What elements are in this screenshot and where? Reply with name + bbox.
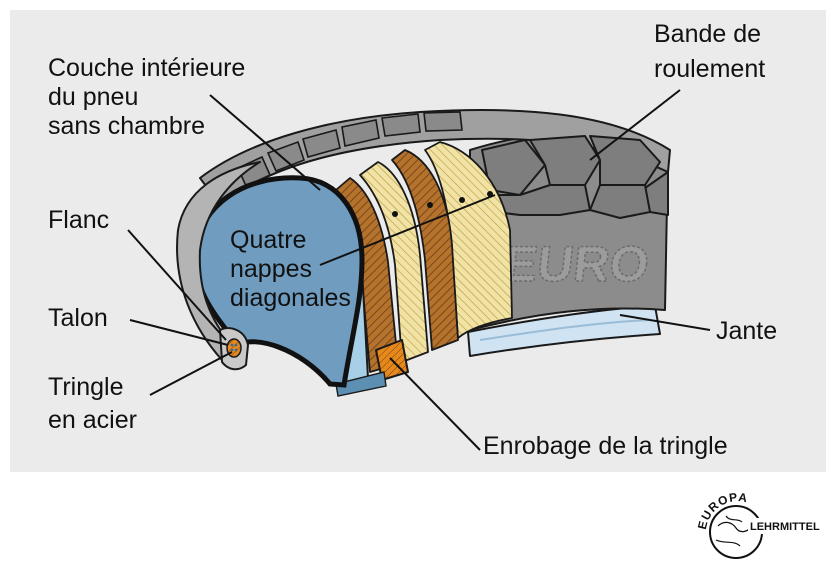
label-bead: Talon [48,304,108,332]
sidewall-marking: EURO [501,236,651,292]
tread-shell [199,109,671,206]
leader-tread [589,89,681,161]
bead-wire-ends [335,371,387,397]
label-plies: Quatre nappes diagonales [230,226,351,312]
leader-talon [129,319,229,346]
leader-jante [619,314,711,331]
publisher-logo: EUROPA LEHRMITTEL [695,490,826,559]
sidewall-left [176,161,261,361]
label-tread: Bande de roulement [654,20,768,83]
leader-plies [319,194,496,266]
bead-wire-dots [230,343,238,352]
leader-flanc [127,229,227,341]
tread-ribs [236,111,463,188]
logo-side-text: LEHRMITTEL [750,521,820,533]
leader-bead-wrap [389,357,481,451]
label-inner-liner: Couche intérieure du pneu sans chambre [48,54,252,140]
ply-markers [392,191,493,217]
leader-inner-liner [209,94,321,191]
label-rim: Jante [716,317,777,345]
rim-band [467,305,661,357]
label-bead-wire: Tringle en acier [48,373,137,434]
tread-blocks [481,135,669,219]
leader-tringle [149,351,233,396]
globe-continents [715,515,753,547]
label-sidewall: Flanc [48,206,109,234]
rim-band-highlight [479,319,651,341]
leader-lines [127,89,711,451]
label-bead-wrap: Enrobage de la tringle [483,432,728,460]
